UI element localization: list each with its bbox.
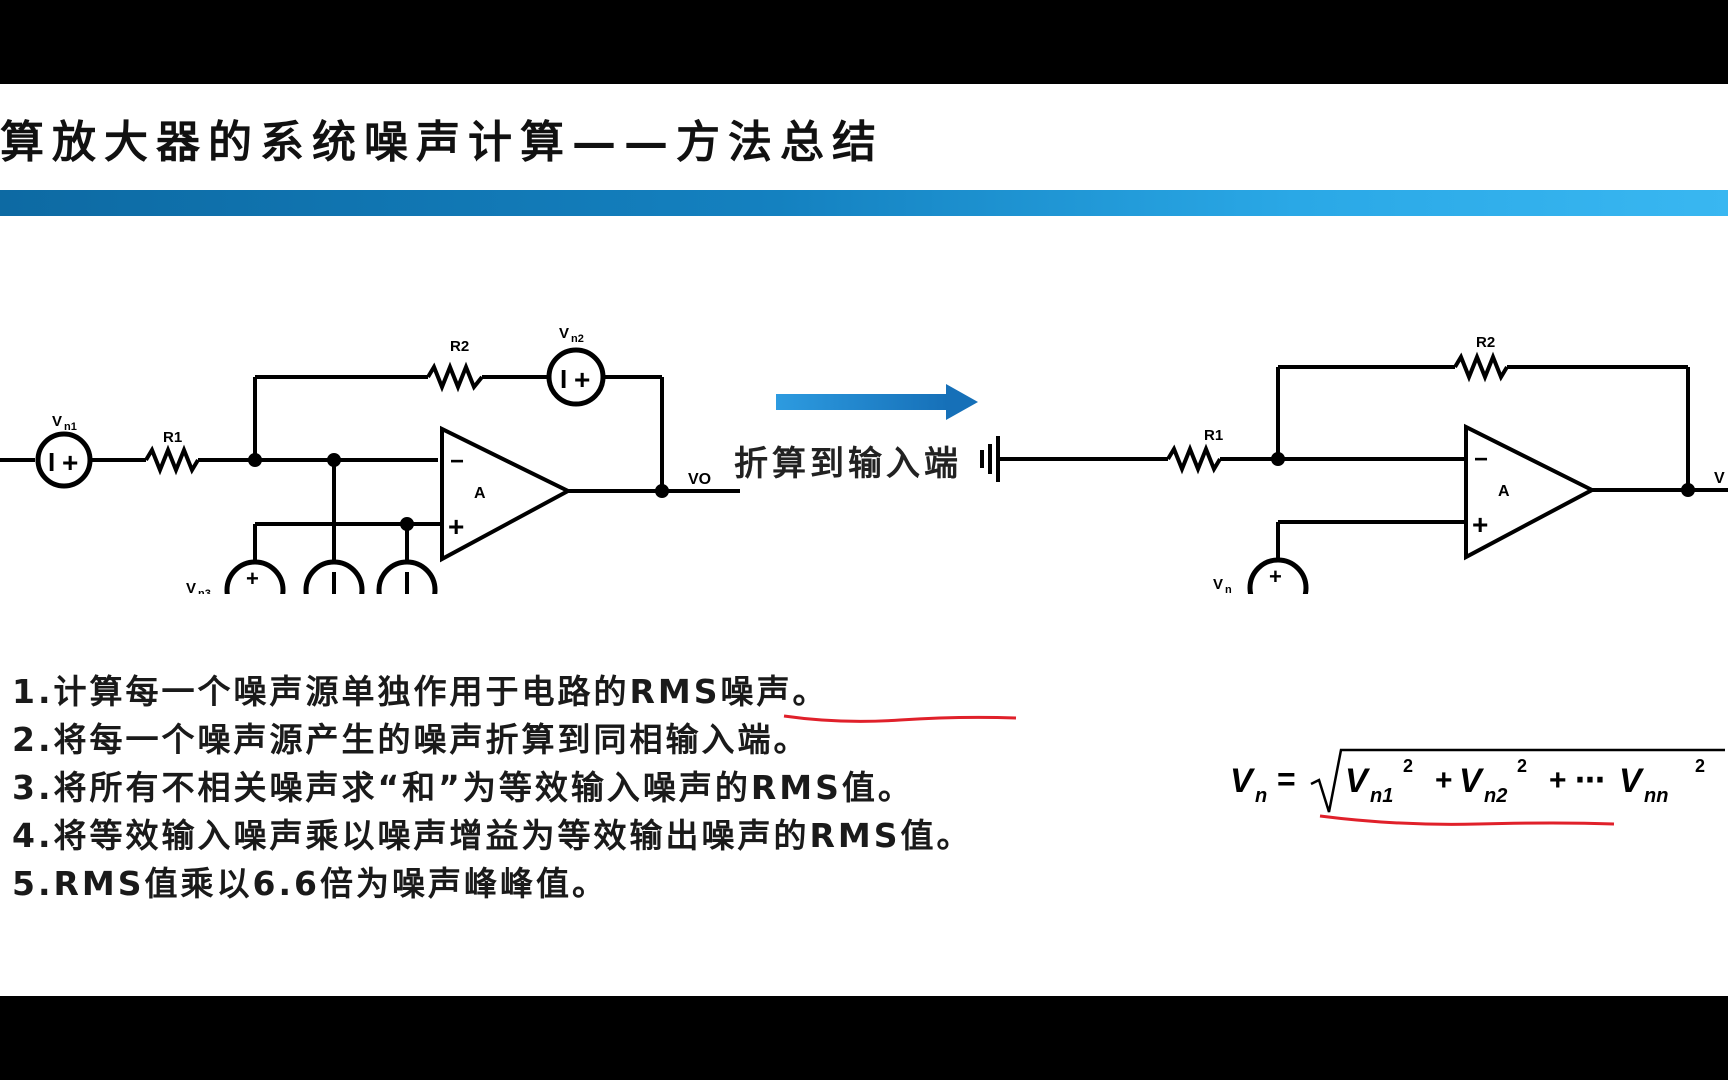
arrow-right-icon — [776, 384, 978, 420]
step-3: 3.将所有不相关噪声求“和”为等效输入噪声的RMS值。 — [12, 768, 914, 807]
fold-label: 折算到输入端 — [734, 444, 962, 484]
title-bar — [0, 190, 1728, 216]
svg-text:+: + — [1269, 564, 1282, 589]
svg-text:n3: n3 — [198, 588, 211, 594]
annotation-underline-2 — [1319, 814, 1615, 826]
step-1: 1.计算每一个噪声源单独作用于电路的RMS噪声。 — [12, 672, 829, 711]
right-circuit: − + A V + V n R1 R2 — [980, 334, 1728, 594]
vn3-source — [224, 559, 286, 594]
svg-text:2: 2 — [1695, 756, 1705, 776]
svg-text:R2: R2 — [450, 338, 469, 355]
right-opamp — [1464, 423, 1597, 561]
step-5: 5.RMS值乘以6.6倍为噪声峰峰值。 — [12, 864, 608, 903]
svg-text:2: 2 — [1517, 756, 1527, 776]
svg-text:A: A — [1498, 483, 1510, 500]
vn-source — [1247, 557, 1309, 594]
svg-text:nn: nn — [1644, 785, 1668, 807]
svg-text:=: = — [1277, 761, 1296, 797]
svg-text:+: + — [448, 511, 464, 542]
r2-resistor — [426, 361, 484, 393]
in2-source — [376, 559, 438, 594]
r1-resistor-right — [1166, 443, 1222, 475]
svg-text:I: I — [48, 447, 55, 477]
svg-text:V: V — [559, 325, 569, 342]
svg-text:V: V — [1459, 762, 1485, 800]
svg-text:n: n — [1225, 584, 1232, 594]
left-circuit: I + I + − + A VO + — [0, 325, 740, 594]
svg-text:n1: n1 — [64, 421, 77, 433]
svg-text:A: A — [474, 485, 486, 502]
steps-list: 1.计算每一个噪声源单独作用于电路的RMS噪声。 2.将每一个噪声源产生的噪声折… — [12, 668, 1242, 908]
svg-text:+: + — [62, 447, 78, 478]
left-opamp — [440, 425, 573, 563]
svg-text:V: V — [186, 580, 196, 594]
svg-text:+ ⋯: + ⋯ — [1549, 764, 1605, 797]
svg-text:+: + — [246, 566, 259, 591]
svg-text:−: − — [1474, 446, 1488, 473]
annotation-underline-1 — [783, 714, 1017, 723]
noise-equation: V n = V n1 2 + V n2 2 + ⋯ V nn 2 — [1230, 748, 1725, 813]
svg-text:V: V — [1345, 762, 1371, 800]
svg-text:I: I — [560, 364, 567, 394]
step-4: 4.将等效输入噪声乘以噪声增益为等效输出噪声的RMS值。 — [12, 816, 973, 855]
svg-text:n1: n1 — [1370, 785, 1393, 807]
step-2: 2.将每一个噪声源产生的噪声折算到同相输入端。 — [12, 720, 810, 759]
svg-text:R1: R1 — [163, 429, 182, 446]
svg-text:V: V — [1213, 576, 1223, 593]
svg-text:n2: n2 — [1484, 785, 1507, 807]
svg-text:VO: VO — [688, 471, 711, 488]
svg-text:R2: R2 — [1476, 334, 1495, 351]
svg-text:V: V — [1619, 762, 1645, 800]
svg-text:−: − — [450, 448, 464, 475]
svg-text:+: + — [1435, 764, 1453, 797]
svg-text:V: V — [1230, 762, 1256, 800]
svg-text:n: n — [1255, 785, 1267, 807]
svg-text:2: 2 — [1403, 756, 1413, 776]
in1-source — [303, 559, 365, 594]
svg-text:n2: n2 — [571, 333, 584, 345]
r1-resistor — [144, 444, 200, 476]
r2-resistor-right — [1453, 351, 1509, 383]
slide: 算放大器的系统噪声计算——方法总结 I + I + − + A VO — [0, 84, 1728, 996]
svg-text:+: + — [574, 364, 590, 395]
svg-text:+: + — [1472, 509, 1488, 540]
svg-text:V: V — [1714, 470, 1725, 487]
svg-text:V: V — [52, 413, 62, 430]
slide-title: 算放大器的系统噪声计算——方法总结 — [0, 117, 884, 168]
svg-text:R1: R1 — [1204, 427, 1223, 444]
